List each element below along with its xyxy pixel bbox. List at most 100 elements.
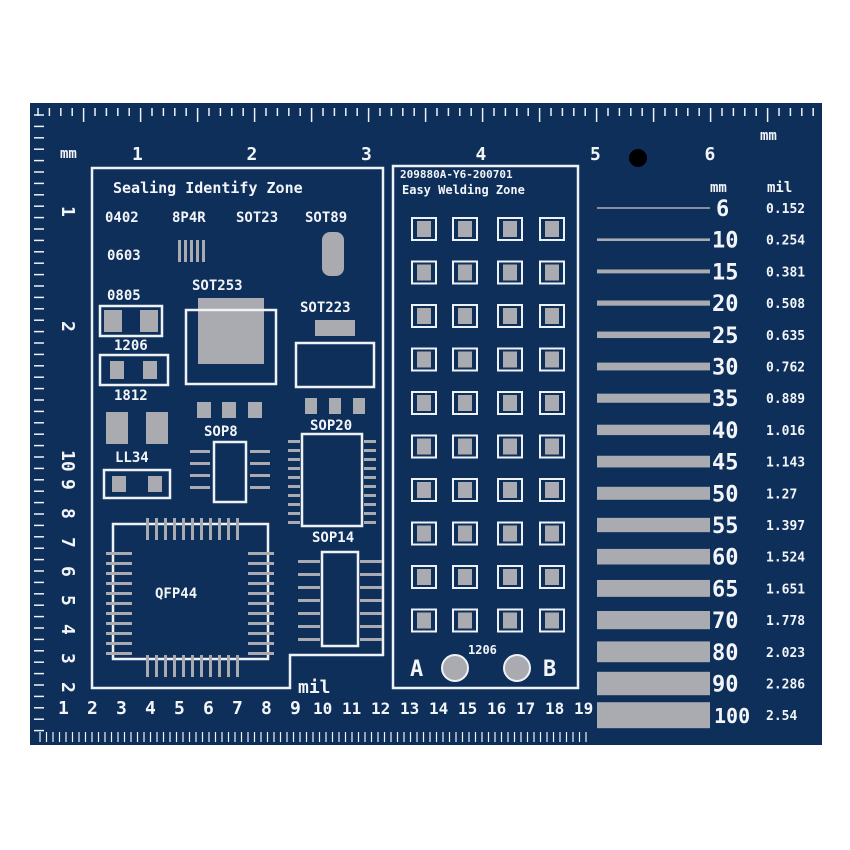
trace-width-mil: 2.023 bbox=[766, 646, 805, 661]
trace-width-mil: 1.524 bbox=[766, 551, 805, 566]
top-ruler-number: 6 bbox=[705, 144, 716, 165]
label-sot223: SOT223 bbox=[300, 300, 351, 316]
ic-pin bbox=[184, 240, 187, 262]
ic-pin bbox=[182, 518, 185, 540]
ic-pin bbox=[288, 476, 300, 479]
ic-pin bbox=[298, 599, 320, 602]
weld-pad-outline bbox=[411, 260, 437, 285]
ic-pin bbox=[298, 560, 320, 563]
weld-pad bbox=[503, 569, 517, 585]
trace-width-mil: 1.016 bbox=[766, 424, 805, 439]
trace-width-mil: 1.397 bbox=[766, 519, 805, 534]
trace-width-mm: 20 bbox=[712, 292, 739, 317]
weld-pad bbox=[545, 569, 559, 585]
top-ruler-unit-left: mm bbox=[60, 146, 77, 162]
weld-pad-outline bbox=[452, 521, 478, 546]
trace-width-sample bbox=[597, 611, 710, 630]
label-ll34: LL34 bbox=[115, 450, 149, 466]
label-0805: 0805 bbox=[107, 288, 141, 304]
weld-pad-outline bbox=[497, 347, 523, 372]
weld-pad-outline bbox=[539, 434, 565, 459]
weld-pad bbox=[545, 264, 559, 281]
trace-width-mm: 25 bbox=[712, 324, 739, 349]
trace-width-sample bbox=[597, 579, 710, 597]
weld-pad-outline bbox=[539, 304, 565, 328]
trace-width-mm: 45 bbox=[712, 451, 739, 476]
ic-pin bbox=[364, 440, 376, 443]
ic-pin bbox=[191, 518, 194, 540]
weld-pad bbox=[545, 395, 559, 411]
ic-pin bbox=[364, 449, 376, 452]
ic-pin bbox=[106, 652, 132, 655]
part-code: 209880A-Y6-200701 bbox=[400, 168, 513, 181]
trace-width-sample bbox=[597, 362, 710, 371]
ic-pin bbox=[250, 486, 270, 489]
trace-width-sample bbox=[597, 702, 710, 729]
weld-pad-outline bbox=[452, 565, 478, 589]
bottom-ruler-number: 2 bbox=[87, 698, 98, 719]
trace-width-mil: 0.889 bbox=[766, 392, 805, 407]
trace-width-mm: 10 bbox=[712, 229, 739, 254]
bottom-ruler-number: 9 bbox=[290, 698, 301, 719]
trace-width-sample bbox=[597, 238, 710, 241]
weld-pad bbox=[503, 308, 517, 324]
weld-pad bbox=[458, 221, 472, 237]
ruler-ticks bbox=[34, 108, 814, 742]
trace-width-mil: 1.778 bbox=[766, 614, 805, 629]
trace-width-sample bbox=[597, 269, 710, 274]
ic-pin bbox=[248, 642, 274, 645]
weld-pad bbox=[503, 395, 517, 411]
weld-pad-outline bbox=[452, 608, 478, 633]
ic-pin bbox=[236, 655, 239, 677]
weld-pad-outline bbox=[452, 217, 478, 241]
label-a: A bbox=[410, 657, 423, 682]
ic-pin bbox=[106, 632, 132, 635]
trace-width-sample bbox=[597, 517, 710, 533]
ic-pin bbox=[106, 622, 132, 625]
trace-width-mm: 80 bbox=[712, 641, 739, 666]
weld-pad bbox=[458, 438, 472, 455]
ic-pin bbox=[191, 655, 194, 677]
ic-pin bbox=[190, 240, 193, 262]
ic-pin bbox=[250, 462, 270, 465]
footprints bbox=[98, 232, 376, 661]
ic-pin bbox=[106, 612, 132, 615]
sealing-zone-outline bbox=[90, 166, 385, 690]
weld-pad-outline bbox=[452, 391, 478, 415]
bottom-ruler-unit: mil bbox=[298, 677, 331, 698]
label-sot253: SOT253 bbox=[192, 278, 243, 294]
top-ruler-number: 1 bbox=[132, 144, 143, 165]
weld-pad-outline bbox=[539, 565, 565, 589]
weld-pad bbox=[545, 525, 559, 542]
weld-pad bbox=[458, 482, 472, 498]
weld-pad-outline bbox=[497, 521, 523, 546]
ic-pin bbox=[288, 449, 300, 452]
ic-pin bbox=[298, 586, 320, 589]
trace-width-mil: 2.286 bbox=[766, 678, 805, 693]
via-pad-b bbox=[503, 654, 531, 682]
ic-pin bbox=[364, 485, 376, 488]
ic-pin bbox=[364, 494, 376, 497]
left-ruler-mm-number: 1 bbox=[57, 206, 78, 217]
bottom-ruler-number: 10 bbox=[313, 699, 332, 718]
weld-pad bbox=[503, 264, 517, 281]
left-ruler-mil-number: 8 bbox=[57, 508, 78, 519]
label-qfp44: QFP44 bbox=[155, 586, 197, 602]
bottom-ruler-number: 17 bbox=[516, 699, 535, 718]
weld-pad-outline bbox=[497, 304, 523, 328]
ic-pin bbox=[190, 462, 210, 465]
label-sot23: SOT23 bbox=[236, 210, 278, 226]
weld-pad bbox=[545, 351, 559, 368]
bottom-ruler-number: 11 bbox=[342, 699, 361, 718]
trace-width-sample bbox=[597, 300, 710, 306]
ic-pin bbox=[106, 572, 132, 575]
ic-pin bbox=[190, 474, 210, 477]
label-sot89: SOT89 bbox=[305, 210, 347, 226]
weld-pad-outline bbox=[497, 260, 523, 285]
weld-pad-outline bbox=[539, 521, 565, 546]
trace-width-sample bbox=[597, 393, 710, 403]
top-ruler-number: 2 bbox=[247, 144, 258, 165]
trace-width-sample bbox=[597, 424, 710, 436]
